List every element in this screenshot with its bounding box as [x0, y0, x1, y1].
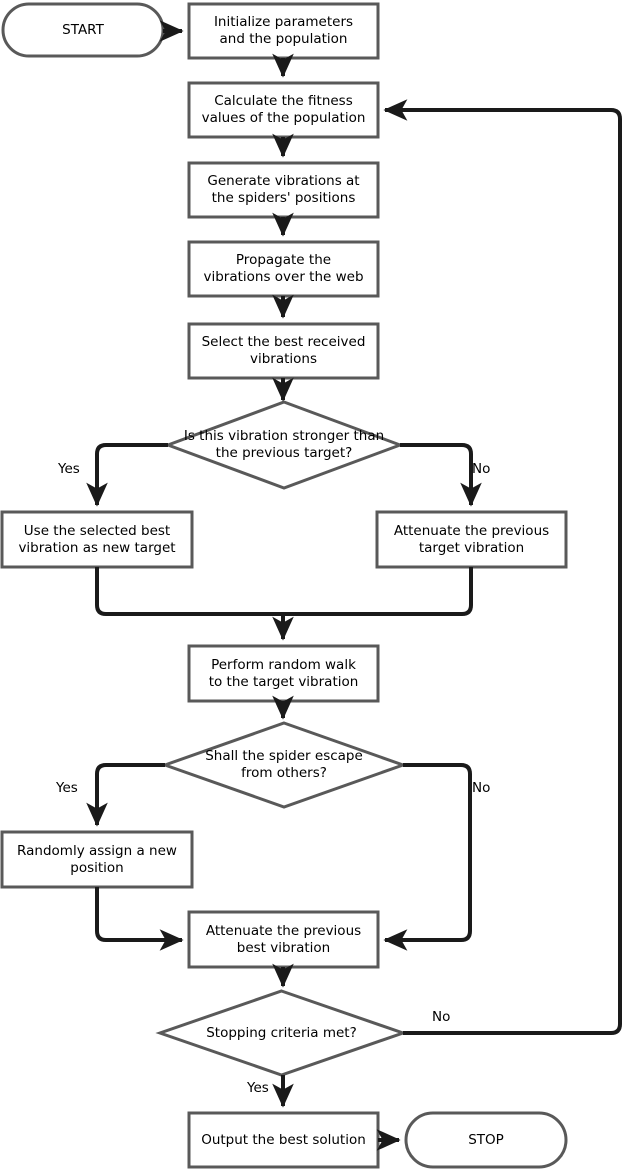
- node-shape-decision-stopping: [155, 989, 408, 1077]
- edge-stopping-no-feedback-loop: [383, 99, 622, 1035]
- edge-escape-no-to-attenuate-best: [383, 763, 472, 951]
- node-shape-decision-escape: [160, 721, 408, 809]
- node-shape-attenuate-target: [375, 510, 568, 569]
- edge-attenuate-target-to-merge: [283, 567, 473, 616]
- node-shape-generate: [187, 161, 380, 219]
- node-shape-random-position: [0, 830, 194, 889]
- node-shape-propagate: [187, 240, 380, 298]
- edge-escape-yes-to-random-position: [86, 763, 165, 827]
- node-shape-start: [1, 2, 165, 58]
- node-shape-attenuate-best: [187, 910, 380, 969]
- node-shape-random-walk: [187, 644, 380, 703]
- edge-use-selected-to-merge: [95, 567, 283, 616]
- edge-stronger-yes-to-use-selected: [86, 443, 168, 507]
- edge-random-position-to-attenuate-best: [95, 887, 184, 951]
- node-shape-use-selected: [0, 510, 194, 569]
- node-shape-select: [187, 322, 380, 380]
- node-shape-init: [187, 2, 380, 60]
- node-shape-output: [187, 1111, 380, 1169]
- node-shape-decision-stronger: [163, 400, 405, 490]
- edge-stronger-no-to-attenuate-target: [400, 443, 482, 507]
- node-shape-fitness: [187, 81, 380, 139]
- node-shape-stop: [404, 1111, 568, 1169]
